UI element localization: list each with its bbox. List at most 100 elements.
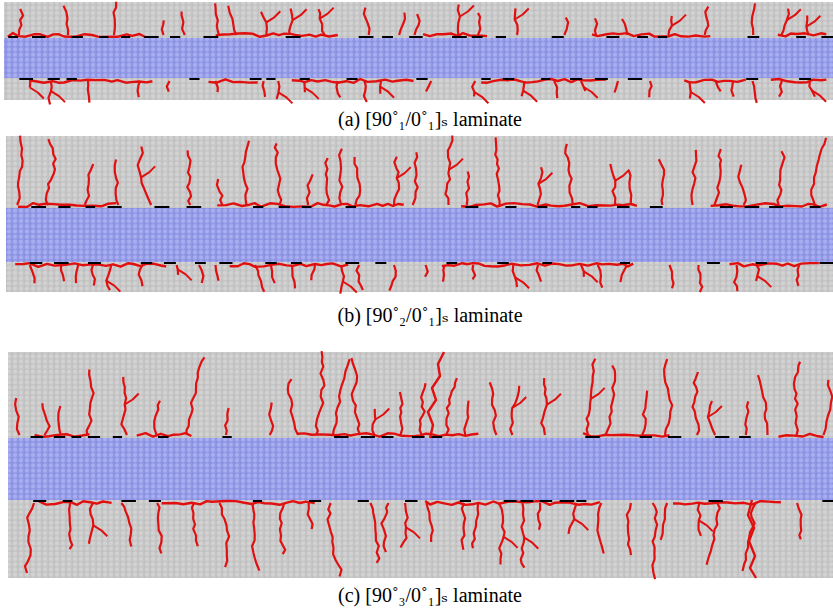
crack-line — [731, 81, 733, 97]
crack-line — [787, 9, 801, 20]
crack-line — [428, 352, 444, 438]
crack-line — [216, 33, 338, 37]
crack-line — [708, 401, 715, 435]
crack-line — [425, 501, 600, 505]
crack-line — [217, 179, 223, 205]
interface-dash — [347, 78, 358, 80]
crack-line — [597, 503, 603, 553]
crack-line — [49, 81, 52, 105]
interface-dash — [496, 36, 506, 38]
crack-line — [748, 500, 756, 578]
crack-line — [443, 265, 445, 282]
interface-dash — [552, 36, 564, 38]
interface-dash — [542, 262, 552, 264]
crack-line — [811, 138, 826, 205]
interface-dash — [503, 78, 514, 80]
crack-line — [523, 91, 537, 102]
ply-0 — [4, 38, 833, 78]
crack-line — [757, 276, 771, 287]
interface-dash — [821, 36, 833, 38]
interface-dash — [810, 206, 821, 208]
interface-dash — [63, 500, 73, 502]
crack-line — [125, 394, 139, 405]
crack-line — [400, 392, 403, 435]
crack-line — [88, 81, 90, 103]
crack-line — [499, 503, 505, 565]
crack-line — [85, 164, 93, 205]
crack-line — [30, 265, 35, 283]
interface-dash — [707, 262, 720, 264]
interface-dash — [541, 78, 550, 80]
crack-line — [538, 173, 552, 184]
interface-dash — [628, 78, 642, 80]
crack-line — [446, 378, 457, 435]
crack-line — [225, 408, 229, 435]
crack-line — [137, 433, 192, 436]
crack-line — [661, 503, 667, 540]
interface-dash — [149, 500, 161, 502]
ply-90 — [4, 2, 833, 100]
crack-line — [333, 359, 350, 435]
crack-line — [399, 13, 405, 36]
interface-dash — [154, 206, 169, 208]
crack-line — [569, 503, 577, 534]
crack-line — [69, 503, 72, 549]
crack-line — [478, 13, 480, 35]
interface-dash — [571, 206, 580, 208]
interface-dash — [538, 206, 548, 208]
crack-line — [797, 265, 799, 286]
crack-line — [187, 150, 191, 205]
crack-line — [753, 81, 757, 103]
crack-line — [157, 503, 162, 553]
crack-line — [711, 203, 827, 207]
crack-line — [255, 265, 264, 292]
crack-line — [340, 265, 344, 294]
interface-dash — [345, 262, 359, 264]
crack-line — [18, 203, 116, 207]
crack-line — [394, 157, 399, 205]
crack-line — [39, 501, 112, 505]
crack-line — [311, 265, 315, 280]
crack-line — [106, 265, 111, 290]
crack-line — [375, 409, 389, 420]
crack-line — [565, 144, 573, 205]
crack-line — [756, 265, 759, 281]
crack-line — [692, 150, 697, 205]
interface-dash — [412, 436, 425, 438]
interface-dash — [756, 262, 767, 264]
interface-dash — [595, 78, 608, 80]
crack-line — [598, 265, 603, 288]
crack-line — [397, 167, 411, 178]
interface-dash — [67, 78, 77, 80]
interface-dash — [265, 262, 276, 264]
interface-dash — [33, 500, 46, 502]
crack-line — [472, 81, 475, 96]
crack-line — [415, 14, 420, 35]
interface-dash — [748, 36, 760, 38]
interface-dash — [361, 436, 375, 438]
interface-dash — [219, 262, 232, 264]
crack-line — [17, 136, 22, 205]
interface-dash — [637, 36, 648, 38]
interface-dash — [375, 262, 386, 264]
crack-line — [139, 265, 143, 286]
interface-dash — [769, 206, 783, 208]
crack-line — [691, 92, 705, 103]
crack-line — [758, 375, 768, 435]
crack-line — [51, 91, 65, 102]
crack-line — [652, 503, 657, 579]
crack-line — [305, 88, 319, 99]
crack-line — [263, 81, 266, 97]
interface-dash — [359, 36, 374, 38]
interface-dash — [113, 436, 122, 438]
crack-line — [779, 434, 824, 437]
interface-dash — [460, 500, 471, 502]
crack-line — [252, 503, 259, 571]
crack-line — [714, 149, 721, 205]
crack-line — [541, 378, 547, 435]
crack-line — [298, 433, 479, 436]
crack-line — [162, 20, 164, 35]
interface-dash — [708, 500, 722, 502]
crack-line — [708, 406, 722, 417]
crack-line — [92, 265, 95, 286]
